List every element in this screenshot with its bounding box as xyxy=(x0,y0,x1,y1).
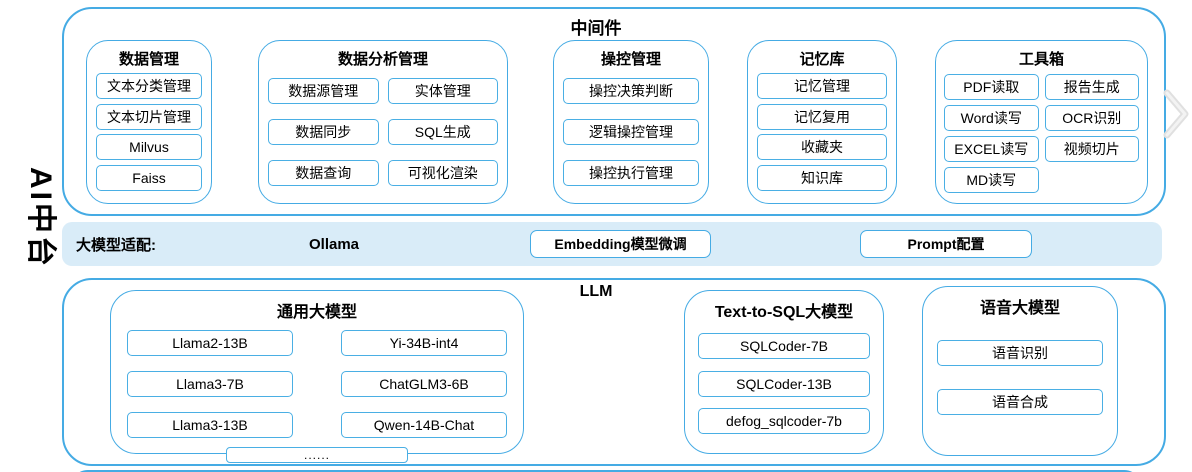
adapter-band: 大模型适配: Ollama Embedding模型微调 Prompt配置 xyxy=(62,222,1162,266)
group-items: 记忆管理记忆复用收藏夹知识库 xyxy=(748,69,896,203)
item-box: MD读写 xyxy=(944,166,1039,193)
group-title: Text-to-SQL大模型 xyxy=(714,304,854,321)
group-title: 数据分析管理 xyxy=(337,51,428,68)
group-title: 语音大模型 xyxy=(979,300,1060,317)
item-box: 记忆复用 xyxy=(757,103,887,130)
adapter-item-prompt: Prompt配置 xyxy=(860,230,1032,258)
adapter-item-embedding: Embedding模型微调 xyxy=(530,230,711,258)
group-speech-llm: 语音大模型 语音识别语音合成 xyxy=(922,286,1118,456)
llm-title: LLM xyxy=(579,283,613,300)
item-box: OCR识别 xyxy=(1044,104,1139,131)
item-box: 报告生成 xyxy=(1044,73,1139,100)
item-box: Llama3-13B xyxy=(127,412,293,438)
item-box: Llama3-7B xyxy=(127,371,293,397)
group-title: 记忆库 xyxy=(799,51,845,68)
item-box: Qwen-14B-Chat xyxy=(341,412,507,438)
item-box: 文本分类管理 xyxy=(96,73,202,100)
item-box: 逻辑操控管理 xyxy=(563,118,699,145)
item-box: 知识库 xyxy=(757,164,887,191)
item-box: 文本切片管理 xyxy=(96,103,202,130)
item-box: 实体管理 xyxy=(387,78,498,105)
group-memory-bank: 记忆库 记忆管理记忆复用收藏夹知识库 xyxy=(747,40,897,204)
adapter-item-ollama: Ollama xyxy=(309,235,360,253)
item-box: Llama2-13B xyxy=(127,330,293,356)
next-chevron-icon[interactable] xyxy=(1162,86,1192,142)
item-box: 数据源管理 xyxy=(268,78,379,105)
item-box: 语音识别 xyxy=(937,340,1103,367)
platform-side-label: AI中台 xyxy=(24,167,57,269)
item-box: Word读写 xyxy=(944,104,1039,131)
item-box: 操控决策判断 xyxy=(563,78,699,105)
item-box: 数据同步 xyxy=(268,118,379,145)
item-box: SQLCoder-13B xyxy=(698,370,870,397)
item-box: Milvus xyxy=(96,134,202,161)
group-data-analysis: 数据分析管理 数据源管理实体管理数据同步 SQL生成数据查询可视化渲染 xyxy=(258,40,508,204)
item-box: defog_sqlcoder-7b xyxy=(698,407,870,434)
item-box: EXCEL读写 xyxy=(944,135,1039,162)
group-text-to-sql-llm: Text-to-SQL大模型 SQLCoder-7B SQLCoder-13B de… xyxy=(684,290,884,454)
item-box: SQL生成 xyxy=(387,118,498,145)
group-title: 操控管理 xyxy=(600,51,661,68)
group-title: 数据管理 xyxy=(118,51,179,68)
item-box: Faiss xyxy=(96,164,202,191)
item-box: 视频切片 xyxy=(1044,135,1139,162)
item-box: 收藏夹 xyxy=(757,134,887,161)
group-title: 通用大模型 xyxy=(276,304,357,321)
group-items: 操控决策判断逻辑操控管理操控执行管理 xyxy=(554,69,708,203)
group-title: 工具箱 xyxy=(1018,51,1064,68)
item-box: 可视化渲染 xyxy=(387,159,498,186)
more-models-box: ...... xyxy=(226,447,408,463)
item-box: SQLCoder-7B xyxy=(698,333,870,360)
item-box: 数据查询 xyxy=(268,159,379,186)
group-items: SQLCoder-7B SQLCoder-13B defog_sqlcoder-7b xyxy=(685,322,883,453)
group-items: 语音识别语音合成 xyxy=(923,318,1117,455)
middleware-title: 中间件 xyxy=(570,19,622,38)
group-control-management: 操控管理 操控决策判断逻辑操控管理操控执行管理 xyxy=(553,40,709,204)
item-box: PDF读取 xyxy=(944,73,1039,100)
group-items: 数据源管理实体管理数据同步 SQL生成数据查询可视化渲染 xyxy=(259,69,507,203)
adapter-band-label: 大模型适配: xyxy=(76,236,156,254)
item-box: 操控执行管理 xyxy=(563,159,699,186)
item-box: 记忆管理 xyxy=(757,73,887,100)
item-box: 语音合成 xyxy=(937,388,1103,415)
item-box: ChatGLM3-6B xyxy=(341,371,507,397)
item-box: Yi-34B-int4 xyxy=(341,330,507,356)
